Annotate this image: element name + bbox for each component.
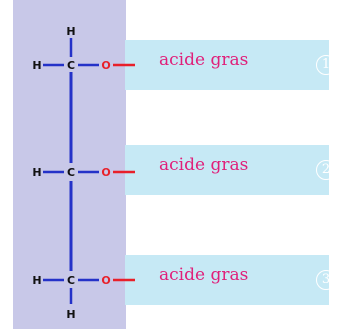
hydrogen-atom-2: H bbox=[32, 166, 41, 179]
fatty-acid-label-3: acide gras bbox=[159, 265, 249, 285]
fatty-acid-number-3: 3 bbox=[316, 270, 336, 290]
glycerol-panel bbox=[13, 0, 126, 329]
fatty-acid-band-3: acide gras 3 bbox=[125, 255, 336, 305]
oxygen-atom-3: O bbox=[101, 274, 110, 287]
hydrogen-atom-top: H bbox=[66, 25, 75, 38]
hydrogen-atom-1: H bbox=[32, 59, 41, 72]
fatty-acid-number-1: 1 bbox=[316, 55, 336, 75]
fatty-acid-label-1: acide gras bbox=[159, 50, 249, 70]
fatty-acid-band-2: acide gras 2 bbox=[125, 145, 336, 195]
hydrogen-atom-bottom: H bbox=[66, 308, 75, 321]
hydrogen-atom-3: H bbox=[32, 274, 41, 287]
fatty-acid-band-1: acide gras 1 bbox=[125, 40, 336, 90]
carbon-atom-1: C bbox=[67, 59, 75, 72]
fatty-acid-label-2: acide gras bbox=[159, 155, 249, 175]
carbon-atom-2: C bbox=[67, 166, 75, 179]
oxygen-atom-2: O bbox=[101, 166, 110, 179]
fatty-acid-number-2: 2 bbox=[316, 160, 336, 180]
oxygen-atom-1: O bbox=[101, 59, 110, 72]
carbon-atom-3: C bbox=[67, 274, 75, 287]
